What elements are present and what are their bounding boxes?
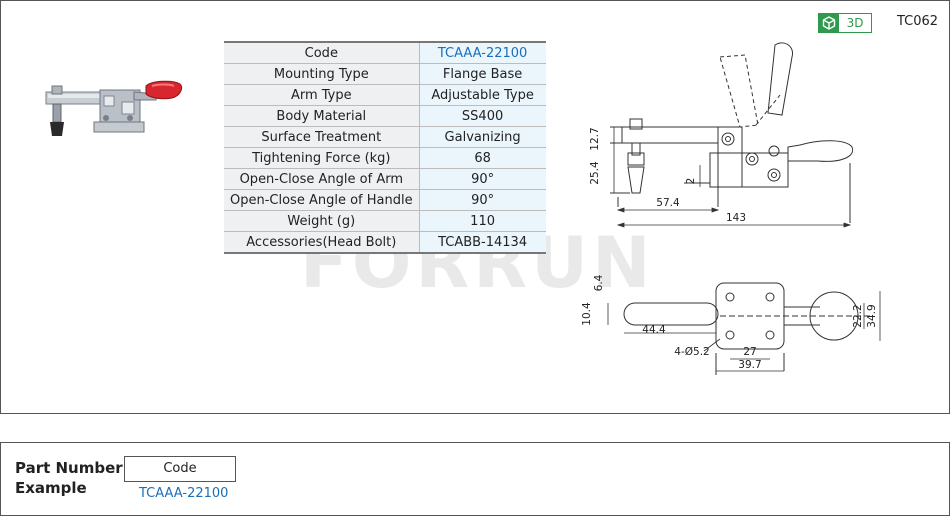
cube-icon	[819, 14, 839, 32]
spec-key: Mounting Type	[224, 63, 420, 85]
part-number-label: Part Number Example	[15, 458, 123, 498]
part-number-label-line1: Part Number	[15, 459, 123, 477]
dim-143: 143	[726, 212, 746, 224]
dim-57-4: 57.4	[656, 197, 680, 209]
spec-value: 110	[419, 210, 546, 232]
dim-holes: 4-Ø5.2	[674, 346, 709, 358]
spec-value: 68	[419, 147, 546, 169]
spec-value: Adjustable Type	[419, 84, 546, 106]
part-number-panel: Part Number Example Code TCAAA-22100	[0, 442, 950, 516]
example-code-link[interactable]: TCAAA-22100	[139, 486, 229, 501]
dim-44-4: 44.4	[642, 324, 666, 336]
3d-label: 3D	[846, 16, 864, 30]
table-row: Weight (g)110	[224, 210, 546, 232]
dim-34-9: 34.9	[866, 304, 878, 327]
dim-39-7: 39.7	[738, 359, 761, 371]
spec-value: Flange Base	[419, 63, 546, 85]
spec-value: TCABB-14134	[419, 231, 546, 254]
page-code: TC062	[897, 14, 939, 29]
dim-2: 2	[685, 178, 697, 185]
spec-key: Weight (g)	[224, 210, 420, 232]
spec-value: Galvanizing	[419, 126, 546, 148]
table-row: Tightening Force (kg)68	[224, 147, 546, 169]
clamp-product-image	[45, 80, 183, 136]
spec-key: Accessories(Head Bolt)	[224, 231, 420, 254]
3d-view-button[interactable]: 3D	[818, 13, 872, 33]
dim-27: 27	[743, 346, 756, 358]
spec-key: Open-Close Angle of Arm	[224, 168, 420, 190]
spec-key: Body Material	[224, 105, 420, 127]
spec-value-code-link[interactable]: TCAAA-22100	[419, 41, 546, 64]
spec-value: SS400	[419, 105, 546, 127]
dim-12-7: 12.7	[589, 127, 601, 150]
dim-6-4: 6.4	[593, 274, 605, 291]
technical-drawing: 12.7 25.4 2 57.4 143 6.4 10.4 44.4 4-Ø5.…	[581, 42, 881, 375]
dim-10-4: 10.4	[581, 302, 593, 326]
spec-key: Open-Close Angle of Handle	[224, 189, 420, 211]
spec-value: 90°	[419, 189, 546, 211]
dim-22-2: 22.2	[852, 304, 864, 327]
spec-key: Code	[224, 41, 420, 64]
code-box: Code	[124, 456, 236, 482]
spec-key: Arm Type	[224, 84, 420, 106]
spec-key: Tightening Force (kg)	[224, 147, 420, 169]
table-row: Accessories(Head Bolt)TCABB-14134	[224, 231, 546, 254]
spec-key: Surface Treatment	[224, 126, 420, 148]
spec-value: 90°	[419, 168, 546, 190]
part-number-label-line2: Example	[15, 479, 87, 497]
dim-25-4: 25.4	[589, 161, 601, 185]
